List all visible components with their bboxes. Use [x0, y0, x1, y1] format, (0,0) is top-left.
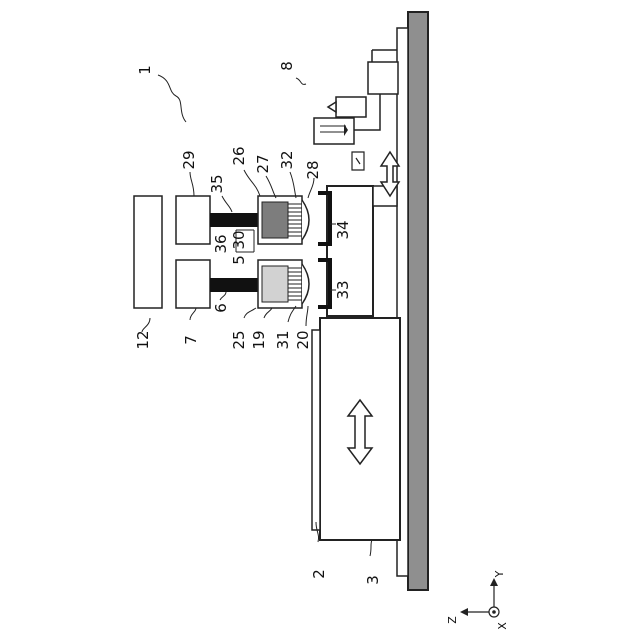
svg-text:27: 27	[254, 154, 272, 173]
label-33: 33	[334, 280, 352, 299]
cup-a	[318, 260, 330, 307]
svg-text:7: 7	[182, 335, 200, 345]
shaft-a	[210, 278, 258, 292]
svg-text:30: 30	[230, 230, 248, 249]
lens-b	[302, 200, 309, 240]
label-32: 32	[278, 150, 296, 169]
label-34: 34	[334, 220, 352, 239]
cup-b	[318, 193, 330, 244]
axes-indicator: Y Z X	[446, 570, 509, 629]
label-30: 30	[230, 230, 248, 249]
svg-text:20: 20	[294, 330, 312, 349]
imaging-sensor	[352, 152, 364, 170]
shaft-b	[210, 213, 258, 227]
label-35: 35	[208, 174, 226, 193]
lens-a	[302, 264, 309, 304]
svg-text:Y: Y	[493, 570, 506, 578]
label-28: 28	[304, 160, 322, 179]
svg-text:6: 6	[212, 303, 230, 313]
svg-text:8: 8	[278, 61, 296, 71]
driver-a-box	[176, 260, 210, 308]
label-25: 25	[230, 330, 248, 349]
head-b-body	[262, 202, 288, 238]
stage-top-plate	[312, 330, 320, 530]
driver-b-box	[176, 196, 210, 244]
imaging-camera	[314, 118, 354, 144]
label-29: 29	[180, 150, 198, 169]
base-plate	[408, 12, 428, 590]
svg-text:35: 35	[208, 174, 226, 193]
svg-text:2: 2	[310, 569, 328, 579]
svg-text:36: 36	[212, 234, 230, 253]
svg-text:26: 26	[230, 146, 248, 165]
label-5: 5	[230, 255, 248, 265]
label-20: 20	[294, 330, 312, 349]
imaging-tip	[328, 102, 336, 112]
label-7: 7	[182, 335, 200, 345]
label-3: 3	[364, 575, 382, 585]
svg-text:X: X	[496, 622, 509, 630]
label-19: 19	[250, 330, 268, 349]
label-2: 2	[310, 569, 328, 579]
label-6: 6	[212, 303, 230, 313]
imaging-lens-housing	[336, 97, 366, 117]
controller-box	[134, 196, 162, 308]
label-26: 26	[230, 146, 248, 165]
svg-text:25: 25	[230, 330, 248, 349]
svg-text:28: 28	[304, 160, 322, 179]
label-36: 36	[212, 234, 230, 253]
svg-text:3: 3	[364, 575, 382, 585]
head-a-body	[262, 266, 288, 302]
svg-text:12: 12	[134, 330, 152, 349]
svg-text:34: 34	[334, 220, 352, 239]
svg-text:19: 19	[250, 330, 268, 349]
imaging-box	[368, 62, 398, 94]
svg-text:5: 5	[230, 255, 248, 265]
label-1: 1	[136, 65, 154, 75]
svg-text:33: 33	[334, 280, 352, 299]
svg-text:31: 31	[274, 330, 292, 349]
svg-text:32: 32	[278, 150, 296, 169]
svg-text:1: 1	[136, 65, 154, 75]
label-8: 8	[278, 61, 296, 71]
svg-text:29: 29	[180, 150, 198, 169]
label-31: 31	[274, 330, 292, 349]
svg-text:Z: Z	[446, 616, 459, 624]
label-27: 27	[254, 154, 272, 173]
label-12: 12	[134, 330, 152, 349]
